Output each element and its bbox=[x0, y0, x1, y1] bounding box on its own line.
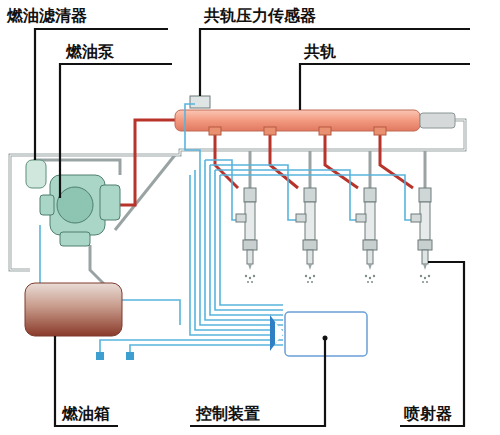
part-label: 燃油泵 bbox=[66, 42, 114, 62]
part-label: 喷射器 bbox=[404, 404, 452, 424]
part-label: 共轨 bbox=[304, 42, 336, 62]
part-label: 燃油滤清器 bbox=[7, 6, 87, 26]
part-label: 共轨压力传感器 bbox=[204, 6, 316, 26]
part-label: 控制装置 bbox=[196, 404, 260, 424]
part-label: 燃油箱 bbox=[62, 404, 110, 424]
